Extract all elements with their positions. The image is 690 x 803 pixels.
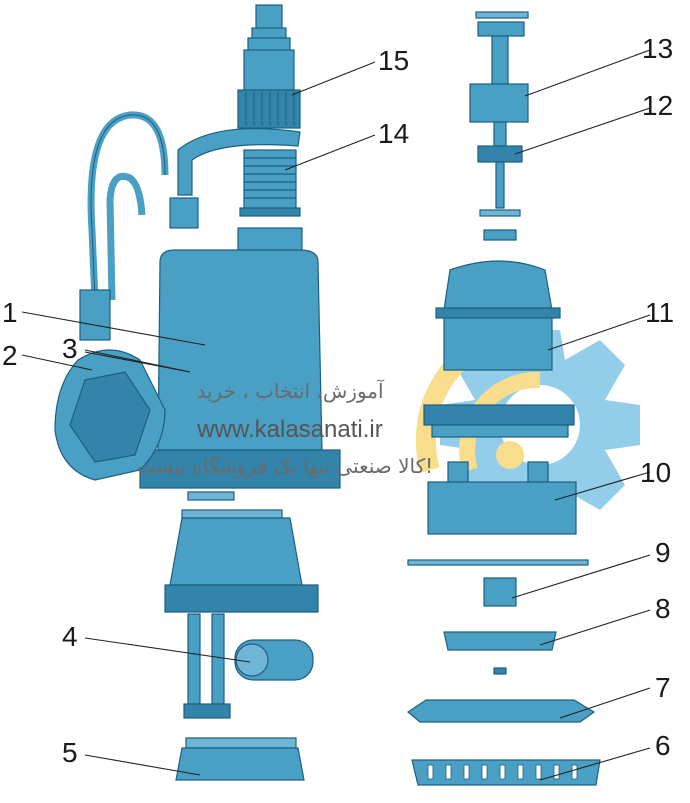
callout-line-13 [524, 49, 651, 97]
callout-lines [21, 49, 651, 781]
watermark-line1: آموزش، انتخاب ، خرید [196, 378, 385, 403]
callout-line-15 [291, 61, 376, 96]
part-3-motor-base [164, 509, 319, 613]
callout-4: 4 [62, 621, 78, 652]
callout-11: 11 [645, 297, 674, 328]
part-15-hose-connector [237, 4, 301, 129]
callout-1: 1 [2, 297, 18, 328]
callout-12: 12 [642, 90, 673, 121]
callout-line-1 [21, 311, 206, 346]
callout-14: 14 [378, 118, 409, 149]
callout-line-6 [539, 747, 651, 781]
part-11-stator [423, 260, 575, 438]
part-14-clamp-outlet [169, 128, 301, 229]
part-8-impeller [443, 631, 557, 675]
callout-line-14 [284, 134, 376, 171]
callout-line-7 [559, 687, 651, 719]
callout-line-8 [539, 609, 651, 646]
callout-line-12 [514, 107, 651, 155]
part-2-float-switch [54, 289, 166, 481]
callout-line-11 [547, 314, 651, 351]
callout-13: 13 [642, 33, 673, 64]
part-6-strainer [411, 759, 601, 786]
callout-line-4 [84, 637, 251, 663]
part-9-seal [407, 559, 589, 607]
part-13-12-rotor-shaft [469, 11, 529, 241]
callout-line-5 [84, 754, 201, 776]
part-4-shaft-capacitor [183, 613, 314, 719]
part-10-seal-housing [427, 461, 577, 535]
watermark-url: www.kalasanati.ir [196, 416, 382, 443]
callout-line-9 [511, 554, 651, 599]
callout-6: 6 [655, 730, 671, 761]
callout-line-3b [84, 351, 191, 373]
callout-9: 9 [655, 537, 671, 568]
callout-numbers: 1 2 3 4 5 6 7 8 9 10 11 12 13 14 15 [2, 33, 674, 768]
callout-line-2 [21, 354, 93, 371]
callout-10: 10 [640, 457, 671, 488]
callout-line-10 [554, 471, 651, 501]
callout-15: 15 [378, 45, 409, 76]
watermark-text: آموزش، انتخاب ، خرید www.kalasanati.ir ک… [137, 378, 433, 478]
callout-2: 2 [2, 340, 18, 371]
watermark-line3: کالا صنعتی تنها یک فروشگاه نیست! [137, 454, 433, 478]
part-5-bottom-cap [175, 737, 305, 781]
callout-5: 5 [62, 737, 78, 768]
callout-7: 7 [655, 672, 671, 703]
watermark-dot [496, 441, 524, 469]
part-7-volute-plate [406, 699, 596, 723]
callout-8: 8 [655, 593, 671, 624]
part-1-pump-housing [87, 111, 341, 501]
callout-3: 3 [62, 333, 78, 364]
